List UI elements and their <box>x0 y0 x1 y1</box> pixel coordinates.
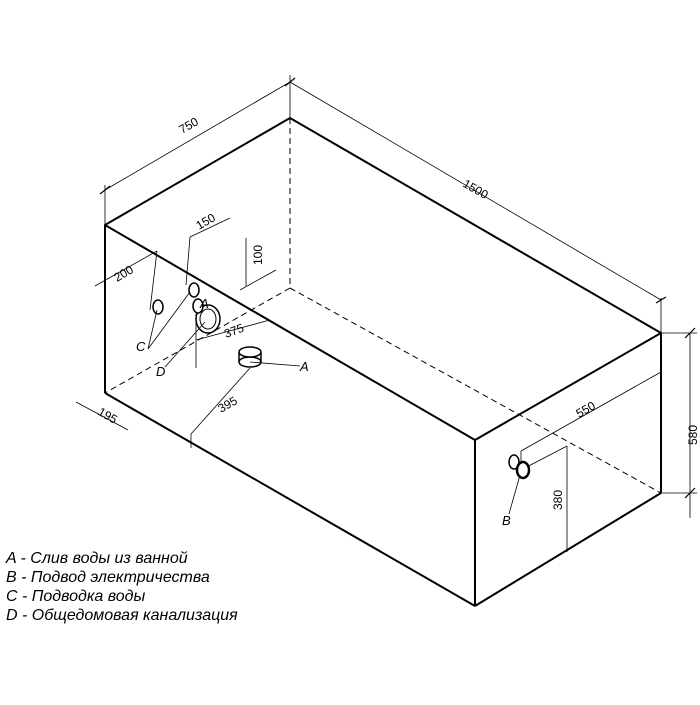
supply-pipe-icon <box>153 283 199 314</box>
marker-a-outlet: A <box>199 296 209 311</box>
marker-b: B <box>502 513 511 528</box>
electric-outlet-icon <box>509 455 529 478</box>
dim-150: 150 <box>194 210 219 232</box>
hidden-edges <box>105 118 661 493</box>
dim-1500: 1500 <box>461 176 491 202</box>
dim-395: 395 <box>216 393 241 415</box>
floor-drain-icon <box>239 347 261 367</box>
legend: A - Слив воды из ванной B - Подвод элект… <box>6 549 238 625</box>
tub-box <box>105 118 661 606</box>
dim-580: 580 <box>686 425 700 445</box>
dimension-lines <box>76 75 697 552</box>
dim-200: 200 <box>112 262 137 284</box>
dim-550: 550 <box>574 398 599 420</box>
legend-item-b: B - Подвод электричества <box>6 568 238 587</box>
dim-750: 750 <box>177 114 202 136</box>
marker-a-drain: A <box>299 359 309 374</box>
marker-labels: A A B C D <box>136 296 511 528</box>
dim-375: 375 <box>222 321 246 341</box>
legend-item-c: C - Подводка воды <box>6 587 238 606</box>
fittings <box>153 283 529 478</box>
legend-item-d: D - Общедомовая канализация <box>6 606 238 625</box>
marker-d: D <box>156 364 165 379</box>
marker-c: C <box>136 339 146 354</box>
dimension-labels: 750 1500 580 200 150 100 375 195 395 550… <box>96 114 700 510</box>
legend-item-a: A - Слив воды из ванной <box>6 549 238 568</box>
dim-380: 380 <box>551 490 565 510</box>
dim-100: 100 <box>251 245 265 265</box>
